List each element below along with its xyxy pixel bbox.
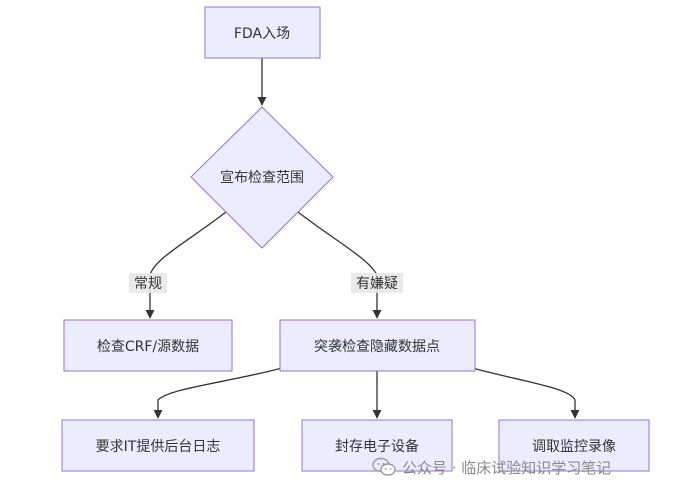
- node-retrieve-cctv-label: 调取监控录像: [532, 439, 616, 455]
- wechat-icon: [372, 457, 396, 476]
- node-seal-devices: 封存电子设备: [301, 419, 453, 472]
- node-announce-scope-label: 宣布检查范围: [220, 169, 304, 186]
- node-check-crf: 检查CRF/源数据: [63, 319, 233, 372]
- edge-label-routine-text: 常规: [134, 276, 162, 292]
- node-announce-scope: 宣布检查范围: [190, 106, 334, 249]
- edge-label-suspicious: 有嫌疑: [351, 273, 403, 293]
- node-require-it-logs-label: 要求IT提供后台日志: [96, 439, 221, 455]
- node-fda-entry: FDA入场: [204, 6, 321, 59]
- watermark-text: 公众号 · 临床试验知识学习笔记: [402, 458, 612, 477]
- edge-surprise-to-cctv: [471, 367, 580, 419]
- node-seal-devices-label: 封存电子设备: [335, 438, 419, 455]
- edge-label-routine: 常规: [129, 273, 167, 293]
- node-retrieve-cctv: 调取监控录像: [498, 419, 650, 472]
- watermark: 公众号 · 临床试验知识学习笔记: [372, 455, 611, 479]
- node-check-crf-label: 检查CRF/源数据: [97, 339, 199, 355]
- node-surprise-check-label: 突袭检查隐藏数据点: [314, 339, 440, 355]
- edge-scope-to-crf: [145, 211, 227, 319]
- node-require-it-logs: 要求IT提供后台日志: [61, 419, 255, 472]
- edge-scope-to-surprise: [297, 211, 382, 319]
- node-fda-entry-label: FDA入场: [234, 26, 290, 42]
- node-surprise-check: 突袭检查隐藏数据点: [279, 319, 476, 372]
- edge-label-suspicious-text: 有嫌疑: [356, 276, 398, 292]
- edge-surprise-to-itlogs: [153, 367, 283, 419]
